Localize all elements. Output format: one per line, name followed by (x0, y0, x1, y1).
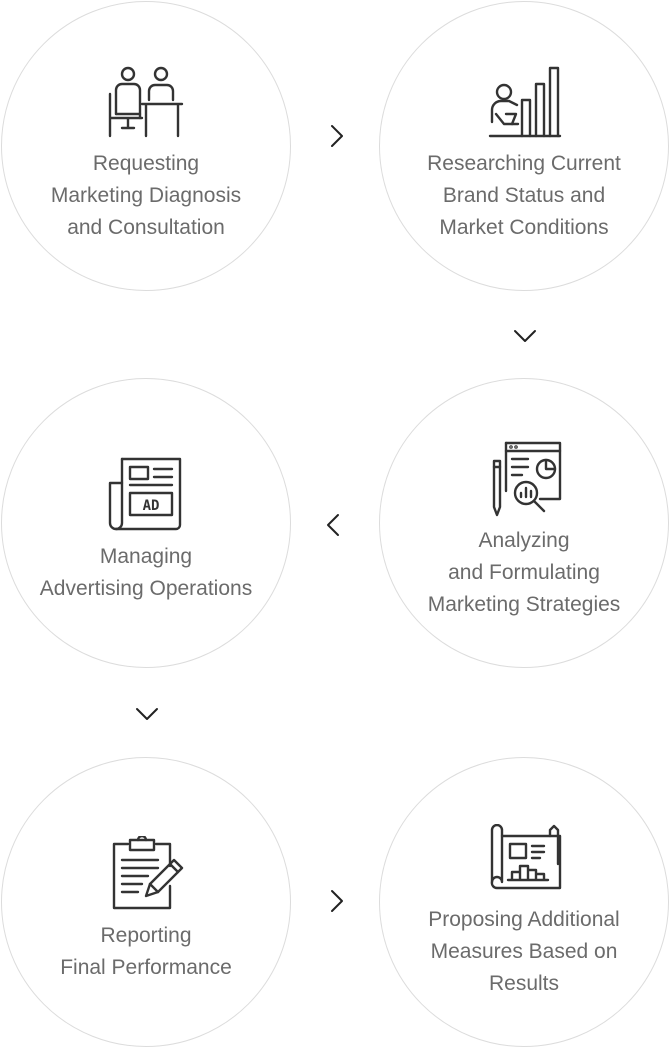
step-label-line: Brand Status and (442, 184, 606, 207)
step-label-line: Managing (99, 545, 193, 568)
step-label-line: Advertising Operations (39, 577, 253, 600)
step-label-line: Results (488, 972, 560, 995)
step-researching-brand-status: Researching Current Brand Status and Mar… (379, 1, 669, 291)
blueprint-chart-icon (484, 823, 564, 899)
chevron-left-icon (321, 512, 347, 538)
svg-text:AD: AD (143, 498, 160, 514)
step-label-line: and Consultation (67, 216, 225, 239)
clipboard-pen-icon (108, 834, 184, 915)
chevron-right-icon (323, 888, 349, 914)
step-proposing-measures: Proposing Additional Measures Based on R… (379, 757, 669, 1047)
step-label-line: Reporting (100, 924, 192, 947)
step-label-line: Final Performance (60, 956, 232, 979)
step-label-line: Marketing Diagnosis (50, 184, 242, 207)
step-managing-advertising: AD Managing Advertising Operations (1, 378, 291, 668)
step-analyzing-strategies: Analyzing and Formulating Marketing Stra… (379, 378, 669, 668)
step-requesting-consultation: Requesting Marketing Diagnosis and Consu… (1, 1, 291, 291)
step-label-line: Researching Current (427, 152, 621, 175)
step-label-line: Analyzing (478, 529, 570, 552)
chevron-down-icon (512, 323, 538, 349)
chevron-right-icon (323, 123, 349, 149)
step-label-line: Marketing Strategies (427, 593, 621, 616)
step-label-line: Proposing Additional (428, 908, 620, 931)
step-label-line: Requesting (92, 152, 200, 175)
research-chart-icon (486, 64, 562, 145)
ad-newspaper-icon: AD (108, 457, 184, 536)
step-label-line: and Formulating (448, 561, 600, 584)
chevron-down-icon (134, 701, 160, 727)
step-label-line: Market Conditions (439, 216, 609, 239)
analysis-report-icon (486, 441, 562, 524)
step-reporting-performance: Reporting Final Performance (1, 757, 291, 1047)
consultation-icon (106, 64, 186, 145)
step-label-line: Measures Based on (430, 940, 618, 963)
